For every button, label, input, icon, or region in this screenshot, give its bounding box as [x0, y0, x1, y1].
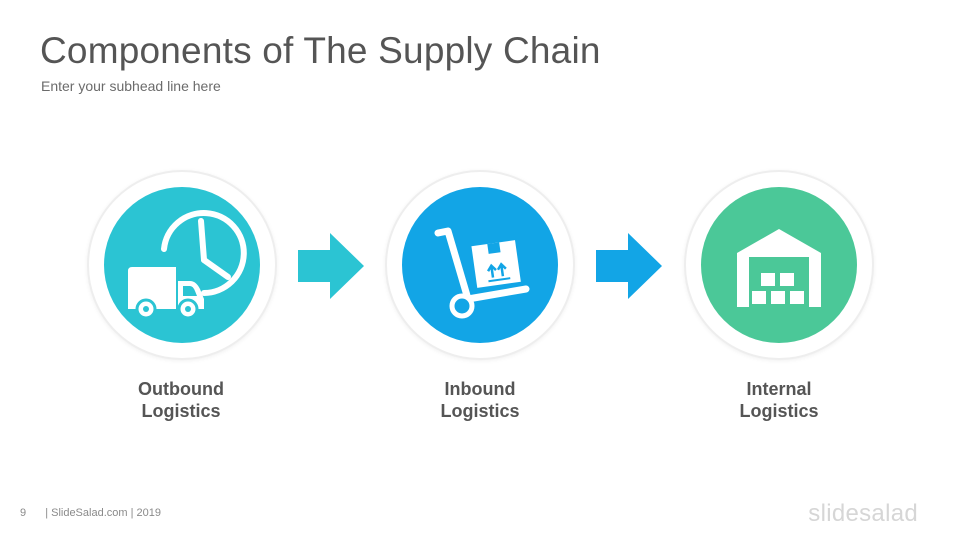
slide-subtitle: Enter your subhead line here	[41, 78, 221, 94]
brand-logo: slidesalad	[808, 500, 918, 527]
step-internal-logistics	[684, 170, 874, 360]
step-label-inbound: Inbound Logistics	[380, 378, 580, 422]
step-disc	[104, 187, 260, 343]
step-label-line2: Logistics	[141, 401, 221, 421]
step-disc	[701, 187, 857, 343]
slide-title: Components of The Supply Chain	[40, 30, 601, 71]
step-outbound-logistics	[87, 170, 277, 360]
step-label-line1: Internal	[746, 379, 812, 399]
warehouse-icon	[737, 229, 821, 307]
step-label-line2: Logistics	[739, 401, 819, 421]
hand-truck-box-icon	[434, 227, 530, 319]
step-label-line1: Inbound	[444, 379, 516, 399]
step-label-outbound: Outbound Logistics	[81, 378, 281, 422]
footer-credit: | SlideSalad.com | 2019	[45, 507, 161, 519]
page-number: 9	[20, 507, 27, 519]
step-label-internal: Internal Logistics	[679, 378, 879, 422]
step-inbound-logistics	[385, 170, 575, 360]
right-arrow-icon	[298, 233, 364, 299]
right-arrow-icon	[596, 233, 662, 299]
step-disc	[402, 187, 558, 343]
step-label-line1: Outbound	[138, 379, 224, 399]
footer: 9 | SlideSalad.com | 2019	[20, 507, 161, 519]
delivery-truck-clock-icon	[128, 210, 247, 320]
step-label-line2: Logistics	[440, 401, 520, 421]
